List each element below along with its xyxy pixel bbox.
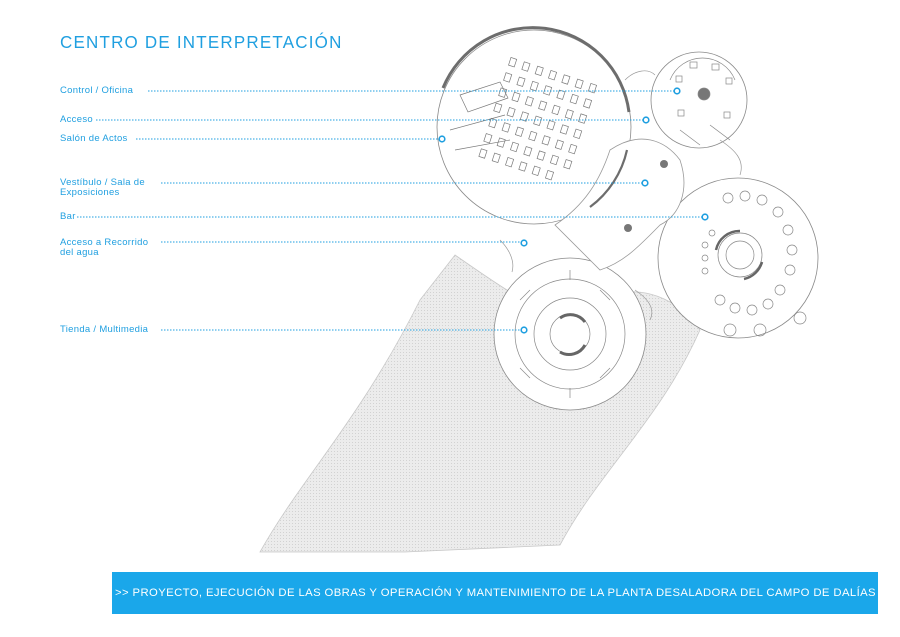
auditorium-circle [436, 29, 632, 225]
bar-circle [657, 177, 819, 339]
label-tienda-multimedia: Tienda / Multimedia [60, 324, 150, 335]
office-interior [669, 57, 736, 146]
leader-lines [77, 90, 703, 331]
marker-bar [701, 213, 709, 221]
shop-interior [514, 270, 626, 398]
label-acceso-recorrido: Acceso a Recorrido del agua [60, 237, 150, 258]
label-bar: Bar [60, 211, 77, 222]
location-markers [438, 87, 709, 334]
shop-circle [493, 257, 647, 411]
auditorium-wall-2 [589, 149, 629, 208]
label-vestibulo-line-1: Vestíbulo / Sala de [60, 177, 145, 188]
lobby-area [554, 138, 685, 271]
bar-interior [701, 190, 807, 337]
project-banner: >> PROYECTO, EJECUCIÓN DE LAS OBRAS Y OP… [112, 572, 878, 614]
marker-salon [438, 135, 446, 143]
label-acceso-recorrido-line-1: Acceso a Recorrido [60, 237, 149, 248]
lobby-column-2 [624, 224, 632, 232]
auditorium-wall [441, 26, 631, 113]
auditorium-seats [449, 57, 598, 181]
label-acceso-recorrido-line-2: del agua [60, 247, 99, 258]
marker-tienda [520, 326, 528, 334]
page-title: CENTRO DE INTERPRETACIÓN [60, 32, 343, 53]
label-salon-de-actos: Salón de Actos [60, 133, 129, 144]
label-control-oficina: Control / Oficina [60, 85, 135, 96]
marker-acceso [642, 116, 650, 124]
lobby-column [660, 160, 668, 168]
label-acceso: Acceso [60, 114, 94, 125]
marker-recorrido [520, 239, 528, 247]
marker-control [673, 87, 681, 95]
office-circle [650, 51, 748, 149]
project-banner-text: >> PROYECTO, EJECUCIÓN DE LAS OBRAS Y OP… [115, 587, 878, 599]
label-vestibulo: Vestíbulo / Sala de Exposiciones [60, 178, 146, 198]
marker-vestibulo [641, 179, 649, 187]
label-vestibulo-line-2: Exposiciones [60, 187, 120, 198]
